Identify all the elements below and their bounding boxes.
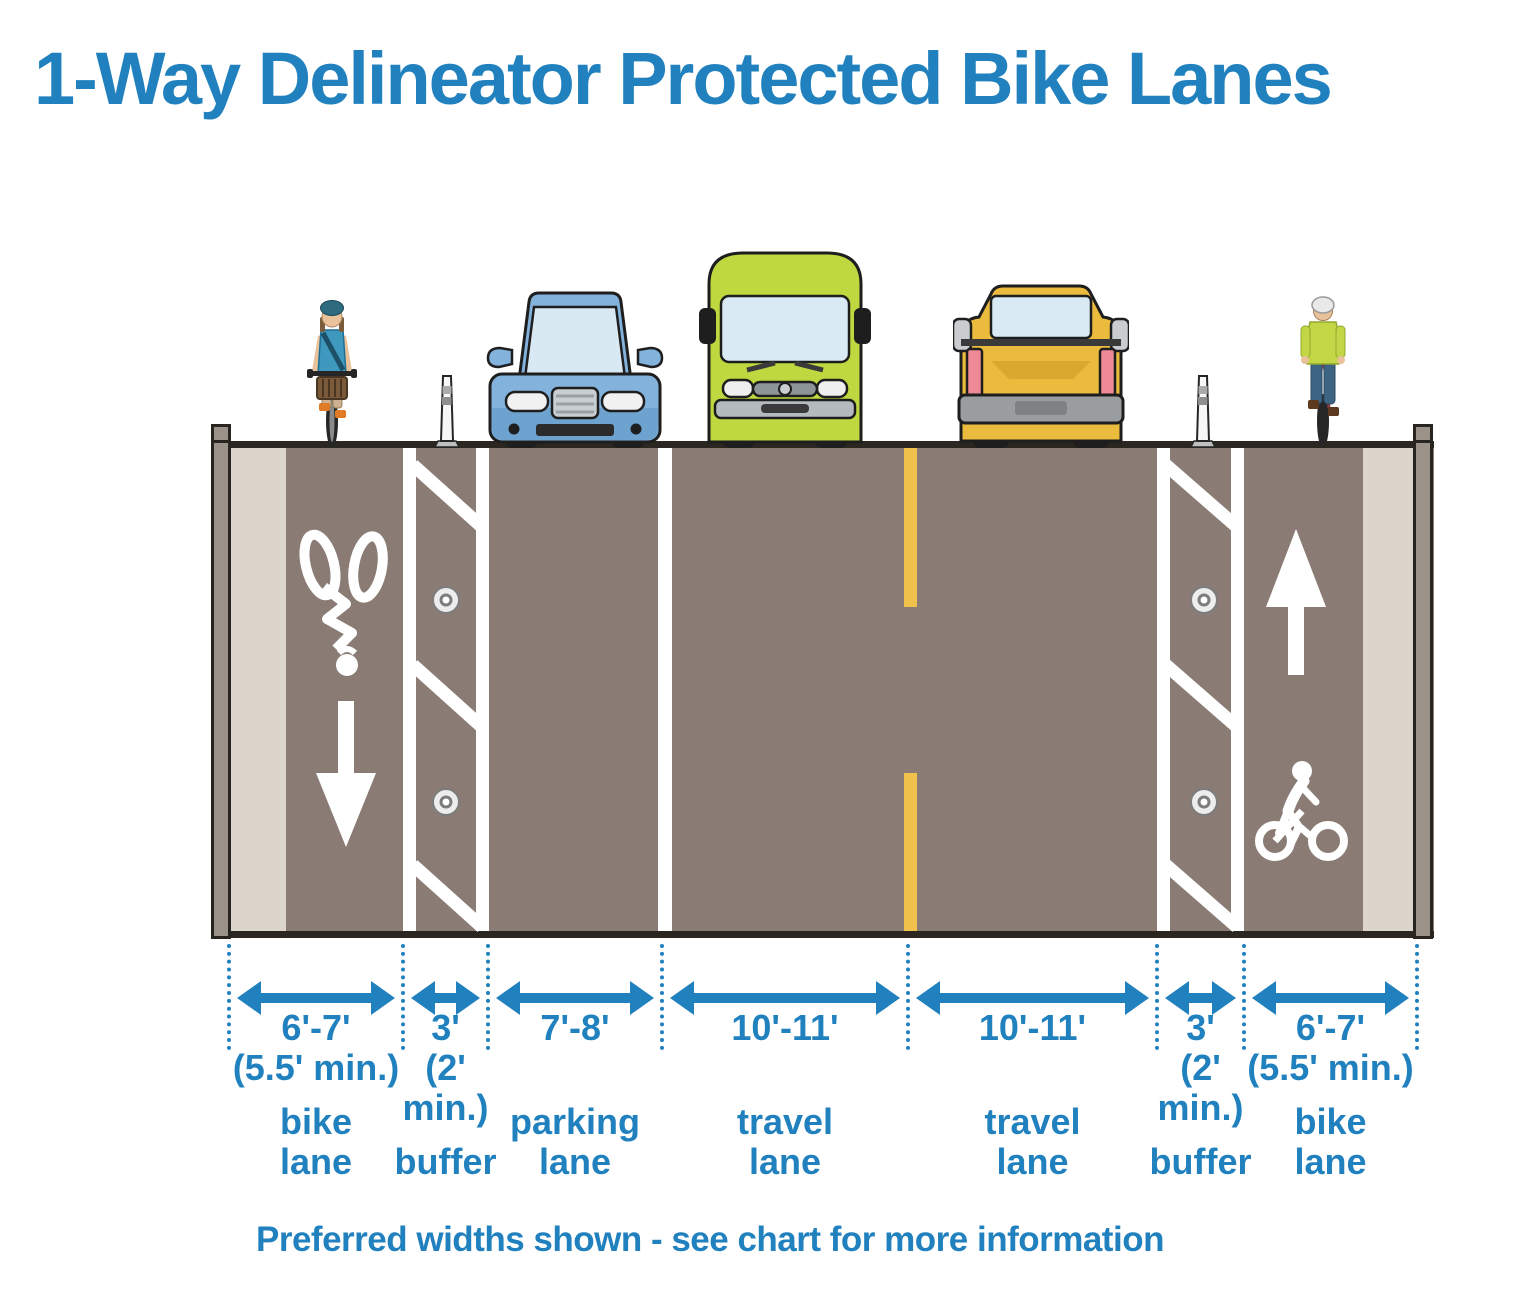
cyclist-front-illustration — [307, 300, 357, 448]
dim-arrow-travel-lane-right — [916, 980, 1149, 1016]
dim-boundary — [486, 944, 490, 1050]
dim-arrow-buffer-right — [1165, 980, 1236, 1016]
page-title: 1-Way Delineator Protected Bike Lanes — [34, 37, 1333, 120]
delineator-post-icon — [1190, 375, 1216, 448]
dim-label-buffer-right: 3' (2' min.) — [1137, 1008, 1264, 1128]
dim-boundary — [906, 944, 910, 1050]
dim-boundary — [401, 944, 405, 1050]
delineator-post-icon — [434, 375, 460, 448]
dim-value: 6'-7' — [281, 1007, 351, 1048]
dim-label-travel-lane-left: 10'-11' — [642, 1008, 928, 1048]
curb-left — [211, 424, 231, 939]
dim-label-buffer-left: 3' (2' min.) — [383, 1008, 508, 1128]
pickup-truck-rear-illustration — [953, 284, 1129, 448]
lane-name-bike-lane-right: bike lane — [1294, 1101, 1367, 1182]
lane-name-bike-lane-left: bike lane — [279, 1101, 353, 1182]
white-lane-line — [658, 448, 672, 931]
cyclist-rear-illustration — [1300, 296, 1346, 448]
car-front-illustration — [486, 291, 664, 448]
dim-value: 10'-11' — [978, 1007, 1087, 1048]
dim-boundary — [1155, 944, 1159, 1050]
up-arrow-bike-symbol-icon — [1255, 529, 1348, 861]
lane-name-buffer-left: buffer — [394, 1141, 497, 1182]
dim-arrow-parking-lane — [496, 980, 654, 1016]
dim-value: 6'-7' — [1295, 1007, 1366, 1048]
lane-name-buffer-right: buffer — [1149, 1141, 1252, 1182]
buffer-hatching-left — [403, 448, 489, 932]
footer-note: Preferred widths shown - see chart for m… — [256, 1220, 1164, 1259]
dim-boundary — [227, 944, 231, 1050]
yellow-center-dashes — [904, 448, 917, 931]
curb-right — [1413, 424, 1433, 939]
dim-value: 3' — [1186, 1007, 1215, 1048]
dim-value: 10'-11' — [731, 1007, 839, 1048]
dim-min-value: (2' min.) — [402, 1047, 489, 1128]
gutter-right — [1363, 448, 1414, 931]
van-front-illustration — [699, 251, 871, 448]
dim-label-bike-lane-right: 6'-7' (5.5' min.) — [1224, 1008, 1437, 1088]
dim-min-value: (5.5' min.) — [232, 1047, 400, 1088]
gutter-left — [231, 448, 286, 931]
dim-min-value: (2' min.) — [1157, 1047, 1244, 1128]
dim-arrow-travel-lane-left — [670, 980, 900, 1016]
lane-name-travel-lane-right: travel lane — [984, 1101, 1081, 1182]
dim-boundary — [1242, 944, 1246, 1050]
road-cross-section — [212, 441, 1434, 938]
buffer-hatching-right — [1157, 448, 1244, 932]
dim-min-value: (5.5' min.) — [1247, 1047, 1414, 1088]
dim-arrow-bike-lane-left — [237, 980, 395, 1016]
dim-label-travel-lane-right: 10'-11' — [888, 1008, 1177, 1048]
dim-boundary — [660, 944, 664, 1050]
dim-arrow-buffer-left — [411, 980, 480, 1016]
dim-arrow-bike-lane-right — [1252, 980, 1409, 1016]
bike-symbol-down-arrow-icon — [299, 529, 388, 847]
lane-name-travel-lane-left: travel lane — [736, 1101, 834, 1182]
dim-value: 3' — [431, 1007, 460, 1048]
dim-boundary — [1415, 944, 1419, 1050]
lane-name-parking-lane: parking lane — [509, 1101, 641, 1182]
delineator-base — [1190, 586, 1218, 816]
dim-label-bike-lane-left: 6'-7' (5.5' min.) — [209, 1008, 423, 1088]
dim-label-parking-lane: 7'-8' — [468, 1008, 682, 1048]
delineator-base — [432, 586, 460, 816]
dim-value: 7'-8' — [540, 1007, 610, 1048]
